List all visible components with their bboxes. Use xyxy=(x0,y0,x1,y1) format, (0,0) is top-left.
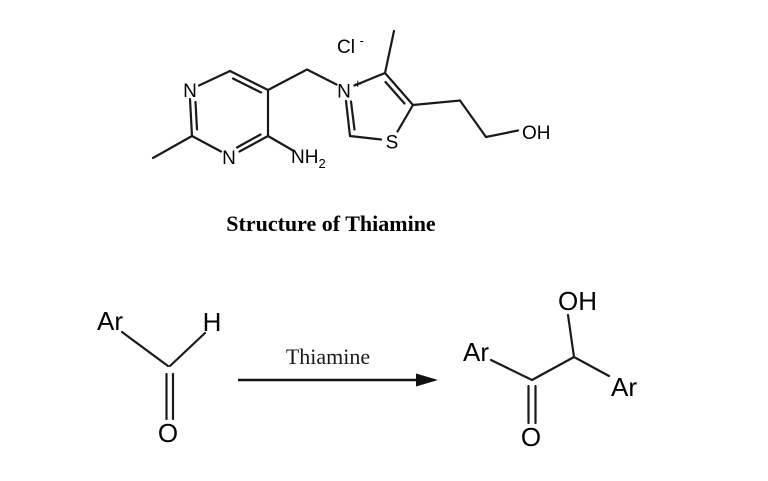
thiazolium-double-bonds xyxy=(344,71,415,138)
amine-nh: NH xyxy=(291,147,318,168)
sulfur-label: S xyxy=(386,133,399,154)
aldehyde-oxygen-label: O xyxy=(158,418,178,448)
catalyst-label: Thiamine xyxy=(286,344,370,369)
thiazolium-ring xyxy=(344,29,415,141)
thiazolium-single-bonds xyxy=(348,29,415,141)
aldehyde-bonds xyxy=(120,330,207,421)
amine-subscript: 2 xyxy=(318,156,325,171)
figure-caption: Structure of Thiamine xyxy=(226,211,436,236)
product-oxygen-label: O xyxy=(521,422,541,452)
aldehyde-aryl-label: Ar xyxy=(97,306,123,336)
hydroxyethyl-chain-bond xyxy=(411,99,520,139)
reaction-scheme: Ar H O Thiamine Ar OH Ar O xyxy=(97,286,637,452)
reaction-arrow: Thiamine xyxy=(238,344,438,387)
benzoin-product: Ar OH Ar O xyxy=(463,286,637,452)
chloride-label: Cl xyxy=(337,37,355,58)
chain-hydroxyl-label: OH xyxy=(522,123,551,144)
chloride-minus-charge: - xyxy=(360,33,364,48)
pyrimidine-double-bonds xyxy=(188,69,270,153)
product-hydroxyl-label: OH xyxy=(558,286,597,316)
pyrimidine-n1-label: N xyxy=(183,81,197,102)
pyrimidine-ring xyxy=(151,69,295,160)
aldehyde-reactant: Ar H O xyxy=(97,306,221,448)
thiazolium-plus-charge: + xyxy=(354,76,362,91)
product-aryl-left-label: Ar xyxy=(463,337,489,367)
amine-label: NH2 xyxy=(291,147,326,171)
thiazolium-n-label: N xyxy=(337,82,351,103)
aldehyde-hydrogen-label: H xyxy=(203,307,222,337)
arrow-head xyxy=(416,373,438,387)
methylene-bridge-bond xyxy=(266,68,338,92)
pyrimidine-n3-label: N xyxy=(222,148,236,169)
thiamine-structure: N N NH2 N + Cl - S OH xyxy=(151,29,551,171)
pyrimidine-single-bonds xyxy=(151,69,295,160)
product-aryl-right-label: Ar xyxy=(611,372,637,402)
product-bonds xyxy=(489,313,611,425)
